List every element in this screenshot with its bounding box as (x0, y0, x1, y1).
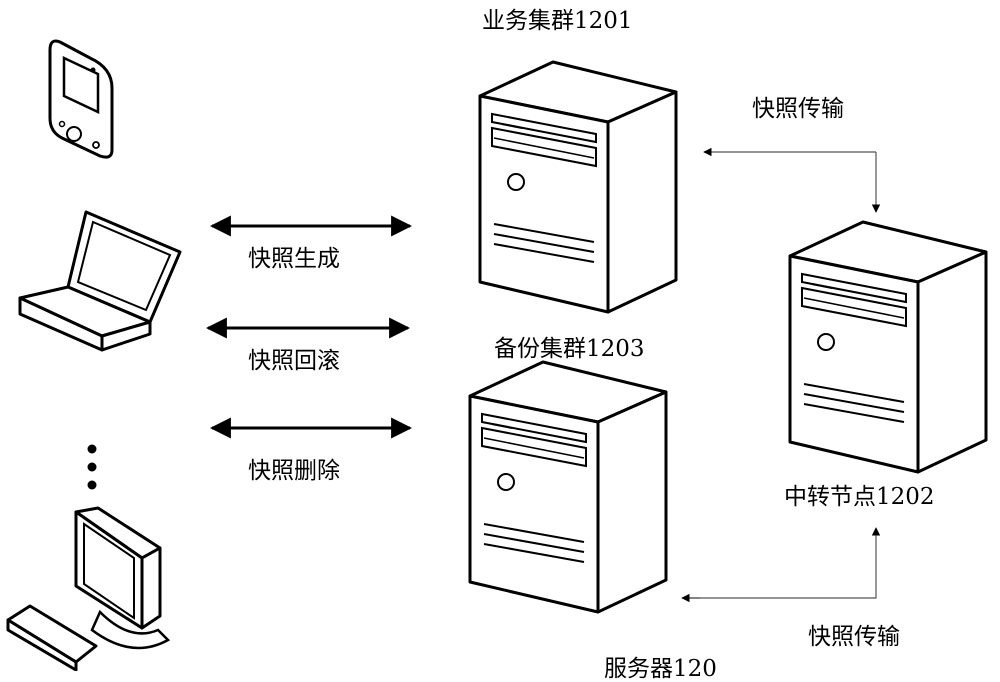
snapshot-transfer-top-label: 快照传输 (752, 96, 844, 122)
relay-node-label: 中转节点1202 (784, 484, 935, 510)
server-label: 服务器120 (604, 656, 717, 682)
snapshot-rollback-label: 快照回滚 (248, 348, 340, 374)
desktop-computer-icon (6, 506, 171, 671)
business-cluster-server-icon (478, 60, 678, 314)
snapshot-transfer-bottom-label: 快照传输 (808, 624, 900, 650)
business-cluster-label: 业务集群1201 (482, 8, 633, 34)
backup-cluster-label: 备份集群1203 (494, 336, 645, 362)
snapshot-delete-label: 快照删除 (248, 458, 340, 484)
snapshot-generate-label: 快照生成 (248, 246, 340, 272)
backup-cluster-server-icon (468, 360, 668, 614)
relay-node-server-icon (788, 220, 988, 474)
mobile-phone-icon (48, 39, 114, 159)
vertical-ellipsis-icon (87, 444, 97, 490)
laptop-icon (18, 210, 182, 352)
transfer-bottom-up-arrow (688, 527, 881, 599)
